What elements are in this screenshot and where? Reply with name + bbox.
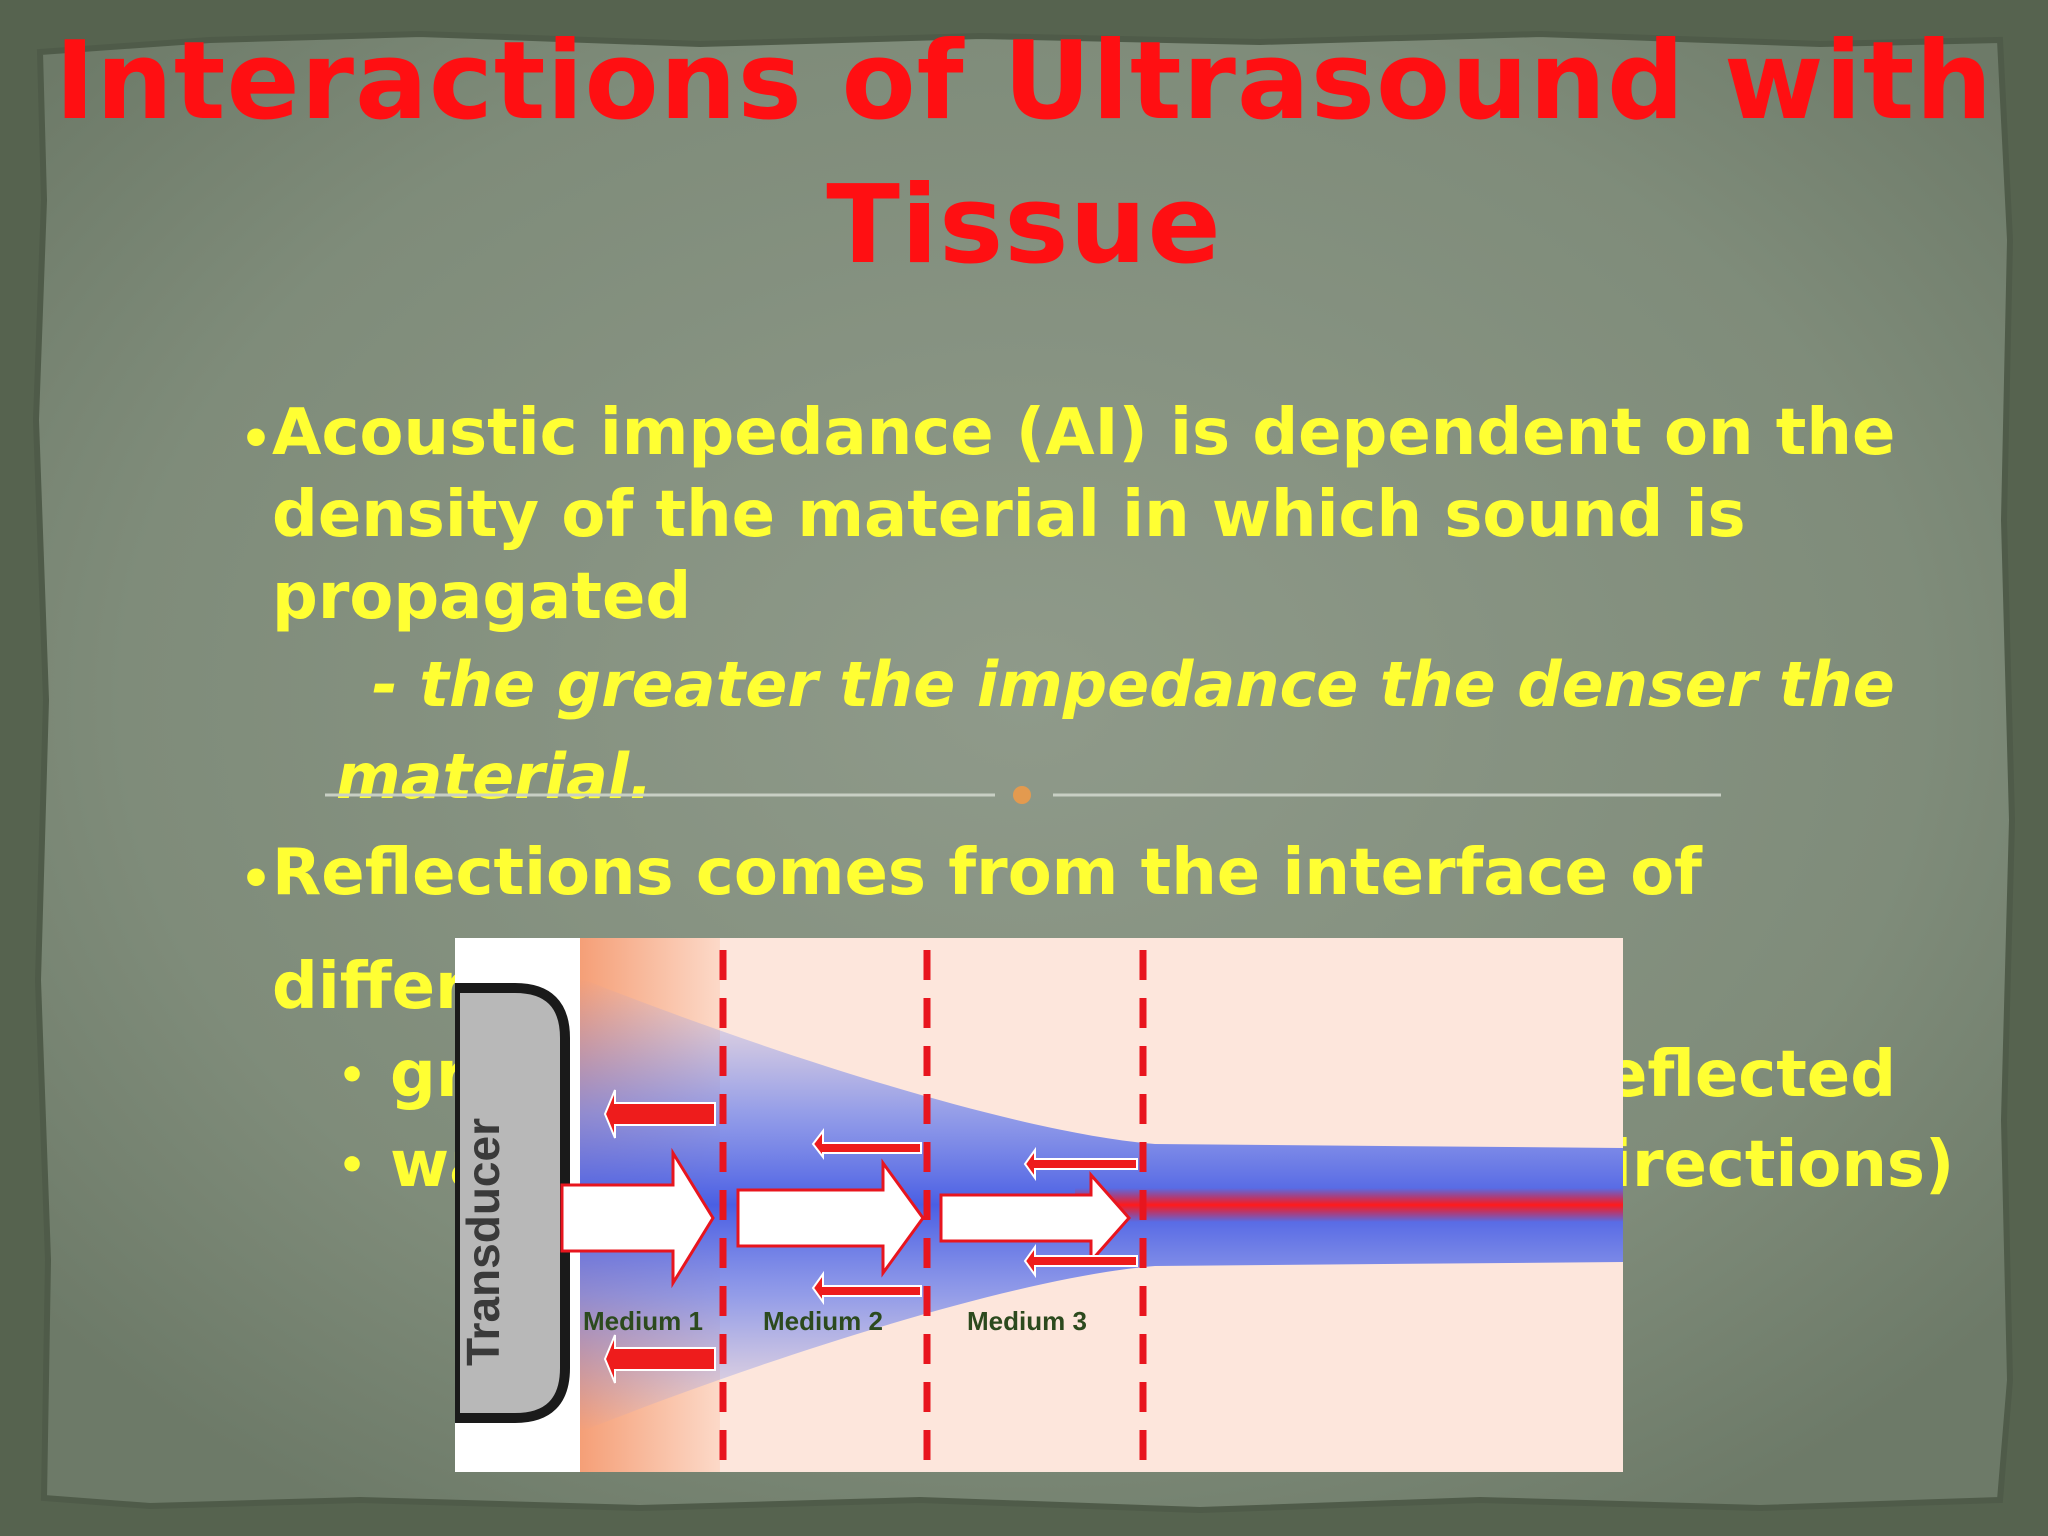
medium-3-label: Medium 3	[967, 1306, 1087, 1336]
bullet1-line-2: density of the material in which sound i…	[272, 478, 1746, 552]
bullet2-line-2: differ	[272, 950, 467, 1024]
ultrasound-interaction-diagram: Transducer Medium 1 Medium 2 Medium 3	[455, 938, 1623, 1472]
sub-point-1-line-1: - the greater the impedance the denser t…	[372, 648, 1895, 721]
bullet-dot-2: •	[240, 850, 272, 908]
sub-point-1-line-2: material.	[336, 740, 653, 813]
transmitted-arrow-3	[939, 1171, 1132, 1265]
sub-bullet-a-right: eflected	[1604, 1038, 1896, 1112]
transducer-label: Transducer	[457, 1118, 509, 1366]
sub-bullet-b-right: irections)	[1610, 1128, 1955, 1202]
transmitted-arrow-2	[736, 1158, 925, 1278]
slide-title-line-1: Interactions of Ultrasound with	[54, 19, 1994, 144]
sub-bullet-dot-b: •	[338, 1140, 367, 1191]
reflected-arrow-3-top	[1023, 1146, 1138, 1182]
section-divider	[325, 786, 1721, 804]
medium-1-label: Medium 1	[583, 1306, 703, 1336]
medium-2-label: Medium 2	[763, 1306, 883, 1336]
bullet1-line-1: Acoustic impedance (AI) is dependent on …	[272, 396, 1896, 470]
beam-core	[1075, 1188, 1623, 1222]
reflected-arrow-3-bottom	[1023, 1243, 1138, 1279]
slide-title-line-2: Tissue	[826, 163, 1222, 288]
reflected-arrow-1-top	[603, 1089, 716, 1139]
reflected-arrow-2-top	[811, 1128, 922, 1160]
reflected-arrow-1-bottom	[603, 1334, 716, 1384]
bullet1-line-3: propagated	[272, 560, 692, 634]
bullet-dot-1: •	[240, 410, 272, 468]
transmitted-arrow-1	[560, 1147, 715, 1289]
bullet2-line-1: Reflections comes from the interface of	[272, 836, 1702, 910]
sub-bullet-dot-a: •	[338, 1050, 367, 1101]
transducer-body	[455, 983, 570, 1423]
reflected-arrow-2-bottom	[811, 1270, 922, 1306]
